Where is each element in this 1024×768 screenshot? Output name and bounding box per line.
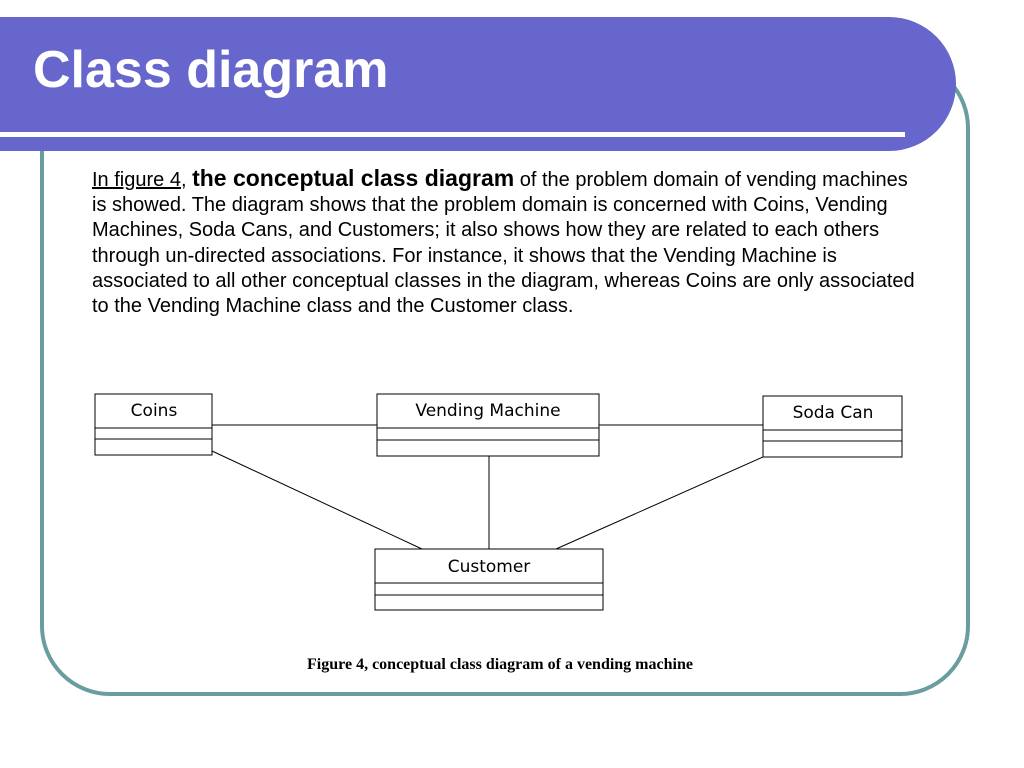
body-paragraph: In figure 4, the conceptual class diagra… bbox=[92, 165, 922, 319]
title-bar bbox=[0, 17, 956, 151]
class-box-coins: Coins bbox=[94, 393, 213, 456]
class-name-vending-machine: Vending Machine bbox=[415, 401, 560, 421]
association-coins-customer bbox=[211, 450, 423, 550]
class-name-customer: Customer bbox=[448, 557, 531, 577]
association-soda-can-customer bbox=[555, 456, 764, 550]
class-box-customer: Customer bbox=[374, 548, 604, 611]
body-separator: , bbox=[180, 169, 193, 191]
body-emphasis: the conceptual class diagram bbox=[192, 165, 515, 191]
slide-title: Class diagram bbox=[33, 41, 389, 99]
figure-reference-link[interactable]: In figure 4 bbox=[92, 169, 181, 191]
class-name-coins: Coins bbox=[131, 401, 178, 421]
class-box-soda-can: Soda Can bbox=[762, 395, 903, 458]
title-underline bbox=[0, 132, 905, 137]
figure-caption: Figure 4, conceptual class diagram of a … bbox=[307, 656, 693, 673]
class-box-vending-machine: Vending Machine bbox=[376, 393, 600, 457]
body-rest: of the problem domain of vending machine… bbox=[92, 169, 915, 318]
class-name-soda-can: Soda Can bbox=[793, 403, 874, 423]
